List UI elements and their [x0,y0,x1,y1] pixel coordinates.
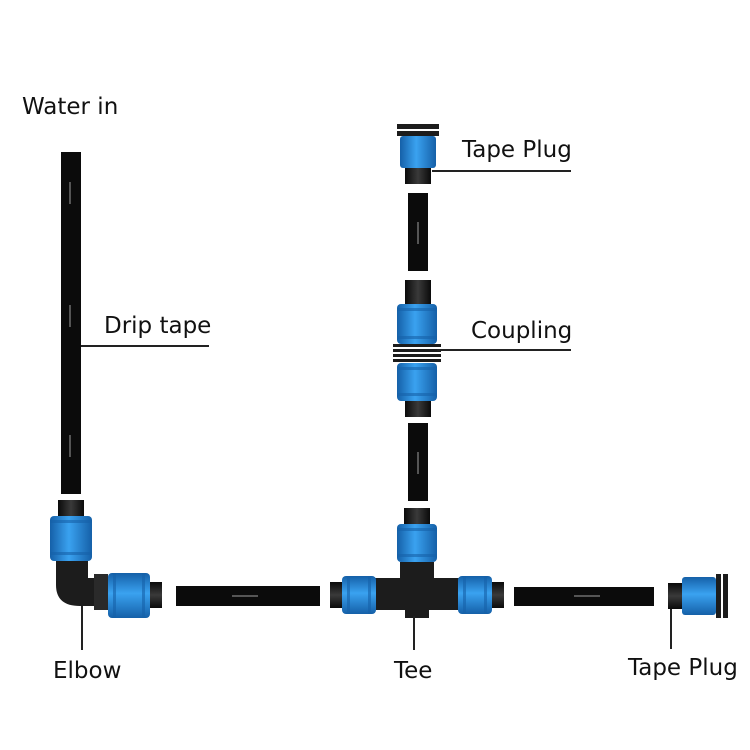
drip-tape-horizontal-left [176,586,320,606]
drip-tape-vertical-top [408,193,428,271]
tape-plug-top-leader [432,170,571,172]
tee-label: Tee [394,658,433,684]
elbow-leader [81,606,83,650]
water-in-label: Water in [22,94,119,120]
coupling-fitting [393,280,441,417]
coupling-label: Coupling [471,318,573,344]
elbow-label: Elbow [53,658,122,684]
drip-tape-vertical-mid [408,423,428,501]
drip-tape-horizontal-right [514,587,654,606]
tee-fitting [330,508,504,618]
tape-plug-right-leader [670,609,672,649]
elbow-fitting [50,500,162,618]
tape-plug-right-label: Tape Plug [628,655,738,681]
drip-tape-vertical [61,152,81,494]
tee-leader [413,616,415,650]
tape-plug-right-fitting [668,574,728,618]
coupling-leader [437,349,571,351]
drip-tape-leader [81,345,209,347]
drip-tape-label: Drip tape [104,313,212,339]
tape-plug-top-fitting [397,124,439,184]
tape-plug-top-label: Tape Plug [462,137,572,163]
